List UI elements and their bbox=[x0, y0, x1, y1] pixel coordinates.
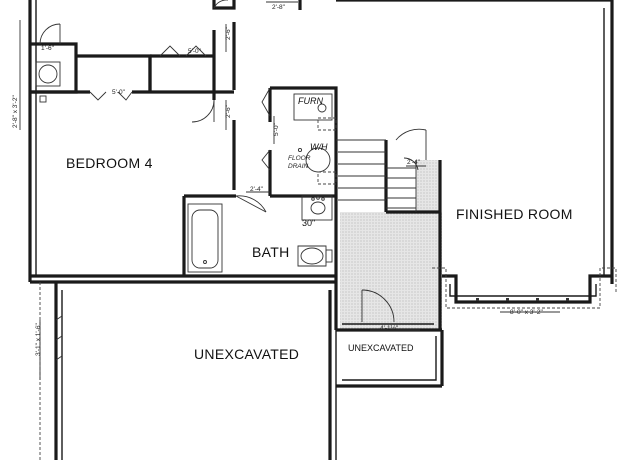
bedroom-label: BEDROOM 4 bbox=[66, 155, 153, 171]
finished-room-label: FINISHED ROOM bbox=[456, 206, 573, 222]
water-heater-label: W/H bbox=[310, 142, 328, 152]
lower-left-ticks bbox=[55, 315, 63, 361]
walls bbox=[28, 0, 614, 460]
unexcavated-small-label: UNEXCAVATED bbox=[348, 343, 414, 353]
dim-left-wall: 2'-8" x 3'-2" bbox=[12, 95, 19, 128]
floor-drain-label-1: FLOOR bbox=[288, 155, 311, 162]
bay-window-marks bbox=[476, 298, 569, 301]
dim-hall-mid: 2'-6" bbox=[225, 104, 232, 118]
fixtures bbox=[35, 61, 337, 273]
dim-mech-side: 5'-0" bbox=[273, 122, 280, 136]
stair-landing-fill bbox=[340, 212, 442, 330]
doors bbox=[39, 0, 427, 323]
unexcavated-main-label: UNEXCAVATED bbox=[194, 346, 299, 362]
bath-label: BATH bbox=[252, 244, 290, 260]
dim-bath-door: 2'-4" bbox=[250, 186, 264, 193]
dim-top-closet: 2'-8" bbox=[272, 4, 286, 11]
stair-upper-fill bbox=[416, 160, 440, 212]
furnace-label: FURN bbox=[298, 96, 323, 106]
dim-left-closet: 1'-6" bbox=[41, 45, 55, 52]
stairs bbox=[336, 139, 417, 212]
dim-hall-top: 2'-6" bbox=[225, 26, 232, 40]
dim-lower-left: 3'-1" x 1'-6" bbox=[35, 323, 42, 356]
dim-bath-sink: 30" bbox=[302, 218, 315, 228]
dim-closet-b: 5'-0" bbox=[188, 48, 202, 55]
dimension-lines bbox=[19, 1, 560, 380]
dim-window-well: 8'-0" x 3'-2" bbox=[510, 309, 543, 316]
dim-stair-top: 2'-4" bbox=[407, 159, 421, 166]
floor-drain-label-2: DRAIN bbox=[288, 163, 309, 170]
dim-closet-a: 5'-0" bbox=[112, 89, 126, 96]
window-well-outline bbox=[432, 267, 617, 309]
dim-stair-bottom: 4'-1½" bbox=[380, 324, 399, 332]
